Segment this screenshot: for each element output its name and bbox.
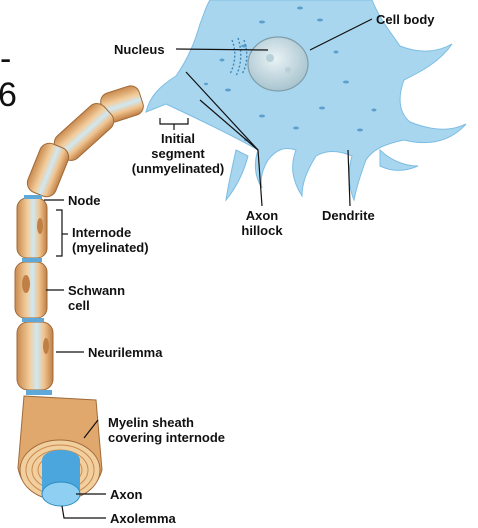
label-dendrite: Dendrite [322, 208, 375, 223]
label-axon: Axon [110, 487, 143, 502]
label-internode: Internode (myelinated) [72, 225, 149, 255]
golgi-apparatus [229, 37, 248, 77]
edge-fragment-dash: - [0, 40, 12, 78]
myelin-cross-section [17, 395, 103, 507]
label-nucleus: Nucleus [114, 42, 165, 57]
label-myelin-sheath: Myelin sheath covering internode [108, 415, 226, 445]
node-gaps [22, 195, 52, 395]
label-initial-segment: Initial segment (unmyelinated) [131, 131, 225, 176]
label-cell-body: Cell body [376, 12, 435, 27]
cytoplasm-granules [204, 6, 377, 142]
label-neurilemma: Neurilemma [88, 345, 163, 360]
nucleus-shape [247, 36, 309, 92]
myelinated-axon [14, 85, 144, 391]
label-axolemma: Axolemma [110, 511, 176, 526]
leader-lines [44, 18, 373, 519]
label-schwann-cell: Schwann cell [68, 283, 126, 313]
edge-fragment-digit: 6 [0, 76, 17, 114]
label-axon-hillock: Axon hillock [241, 208, 283, 238]
label-node: Node [68, 193, 101, 208]
